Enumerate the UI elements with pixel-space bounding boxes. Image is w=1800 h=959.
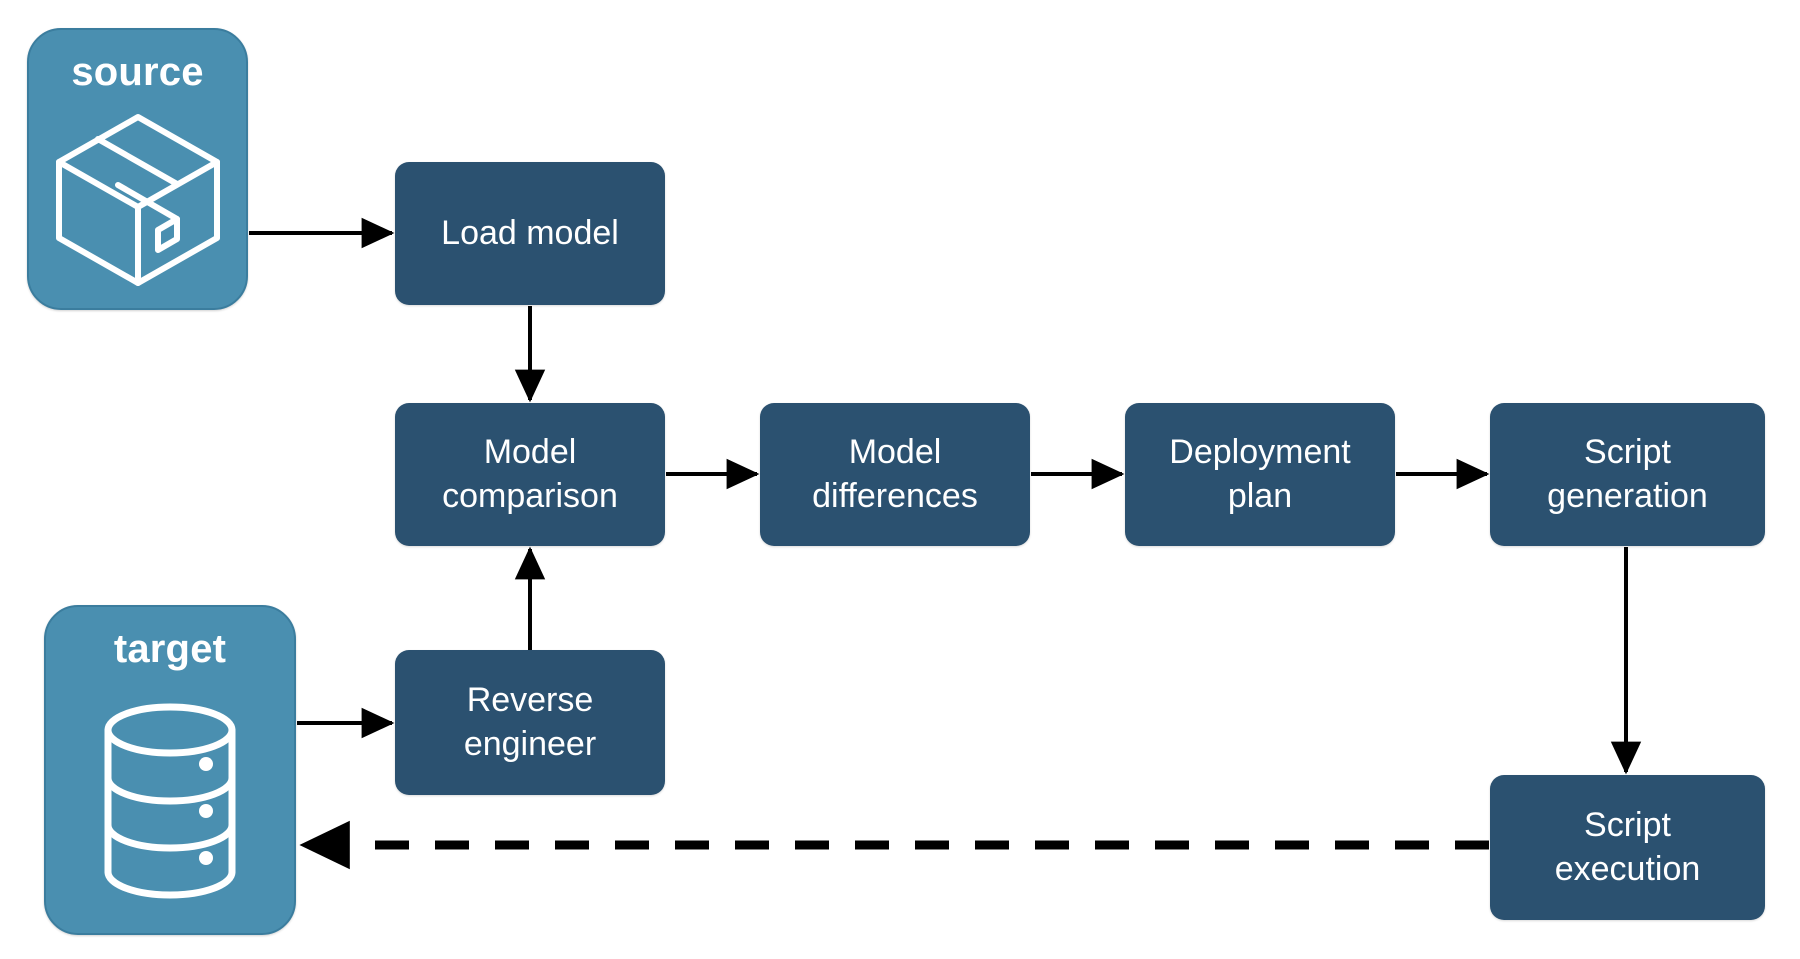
process-script-generation-label: Script generation [1547, 432, 1708, 515]
process-reverse-engineer[interactable]: Reverse engineer [395, 650, 665, 795]
package-box-icon [29, 92, 246, 308]
process-model-comparison-label: Model comparison [442, 432, 618, 515]
process-deployment-plan[interactable]: Deployment plan [1125, 403, 1395, 546]
process-reverse-engineer-label: Reverse engineer [463, 680, 597, 763]
process-model-comparison[interactable]: Model comparison [395, 403, 665, 546]
endpoint-target-label: target [113, 627, 227, 671]
process-script-execution-label: Script execution [1554, 805, 1701, 888]
endpoint-source-label: source [71, 50, 204, 94]
endpoint-target[interactable]: target [44, 605, 296, 935]
database-cylinder-icon [46, 669, 294, 933]
process-deployment-plan-label: Deployment plan [1169, 432, 1351, 515]
process-script-execution[interactable]: Script execution [1490, 775, 1765, 920]
process-model-differences-label: Model differences [812, 432, 978, 515]
process-model-differences[interactable]: Model differences [760, 403, 1030, 546]
process-load-model[interactable]: Load model [395, 162, 665, 305]
endpoint-source[interactable]: source [27, 28, 248, 310]
process-load-model-label: Load model [441, 213, 619, 252]
process-script-generation[interactable]: Script generation [1490, 403, 1765, 546]
